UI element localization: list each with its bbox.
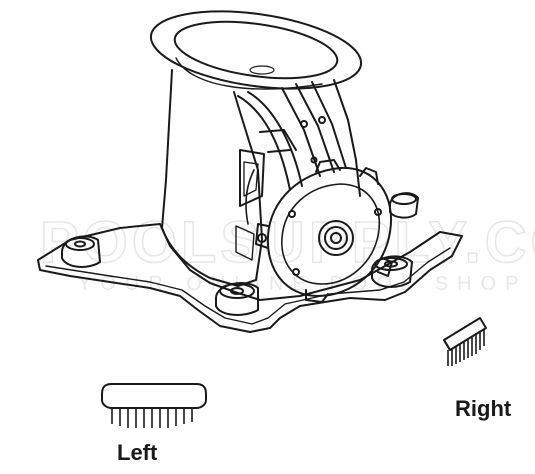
watermark-sub-text: YOUR ONLINE POOL SHOP [78,273,527,295]
funnel-right-wall [333,79,361,197]
funnel-rim [149,10,363,90]
base-plate-rim [45,247,451,325]
gear-housing-drawing [37,10,463,333]
left-brush [101,383,207,428]
right-brush [443,317,487,366]
front-mounting-boss [215,282,259,316]
right-rear-mounting-boss [389,192,419,219]
right-brush-label: Right [455,396,512,421]
gear-wheel [255,159,393,303]
left-brush-label: Left [117,440,158,465]
base-plate [37,223,463,333]
left-mounting-boss [61,235,101,268]
gear-cage [235,81,347,261]
